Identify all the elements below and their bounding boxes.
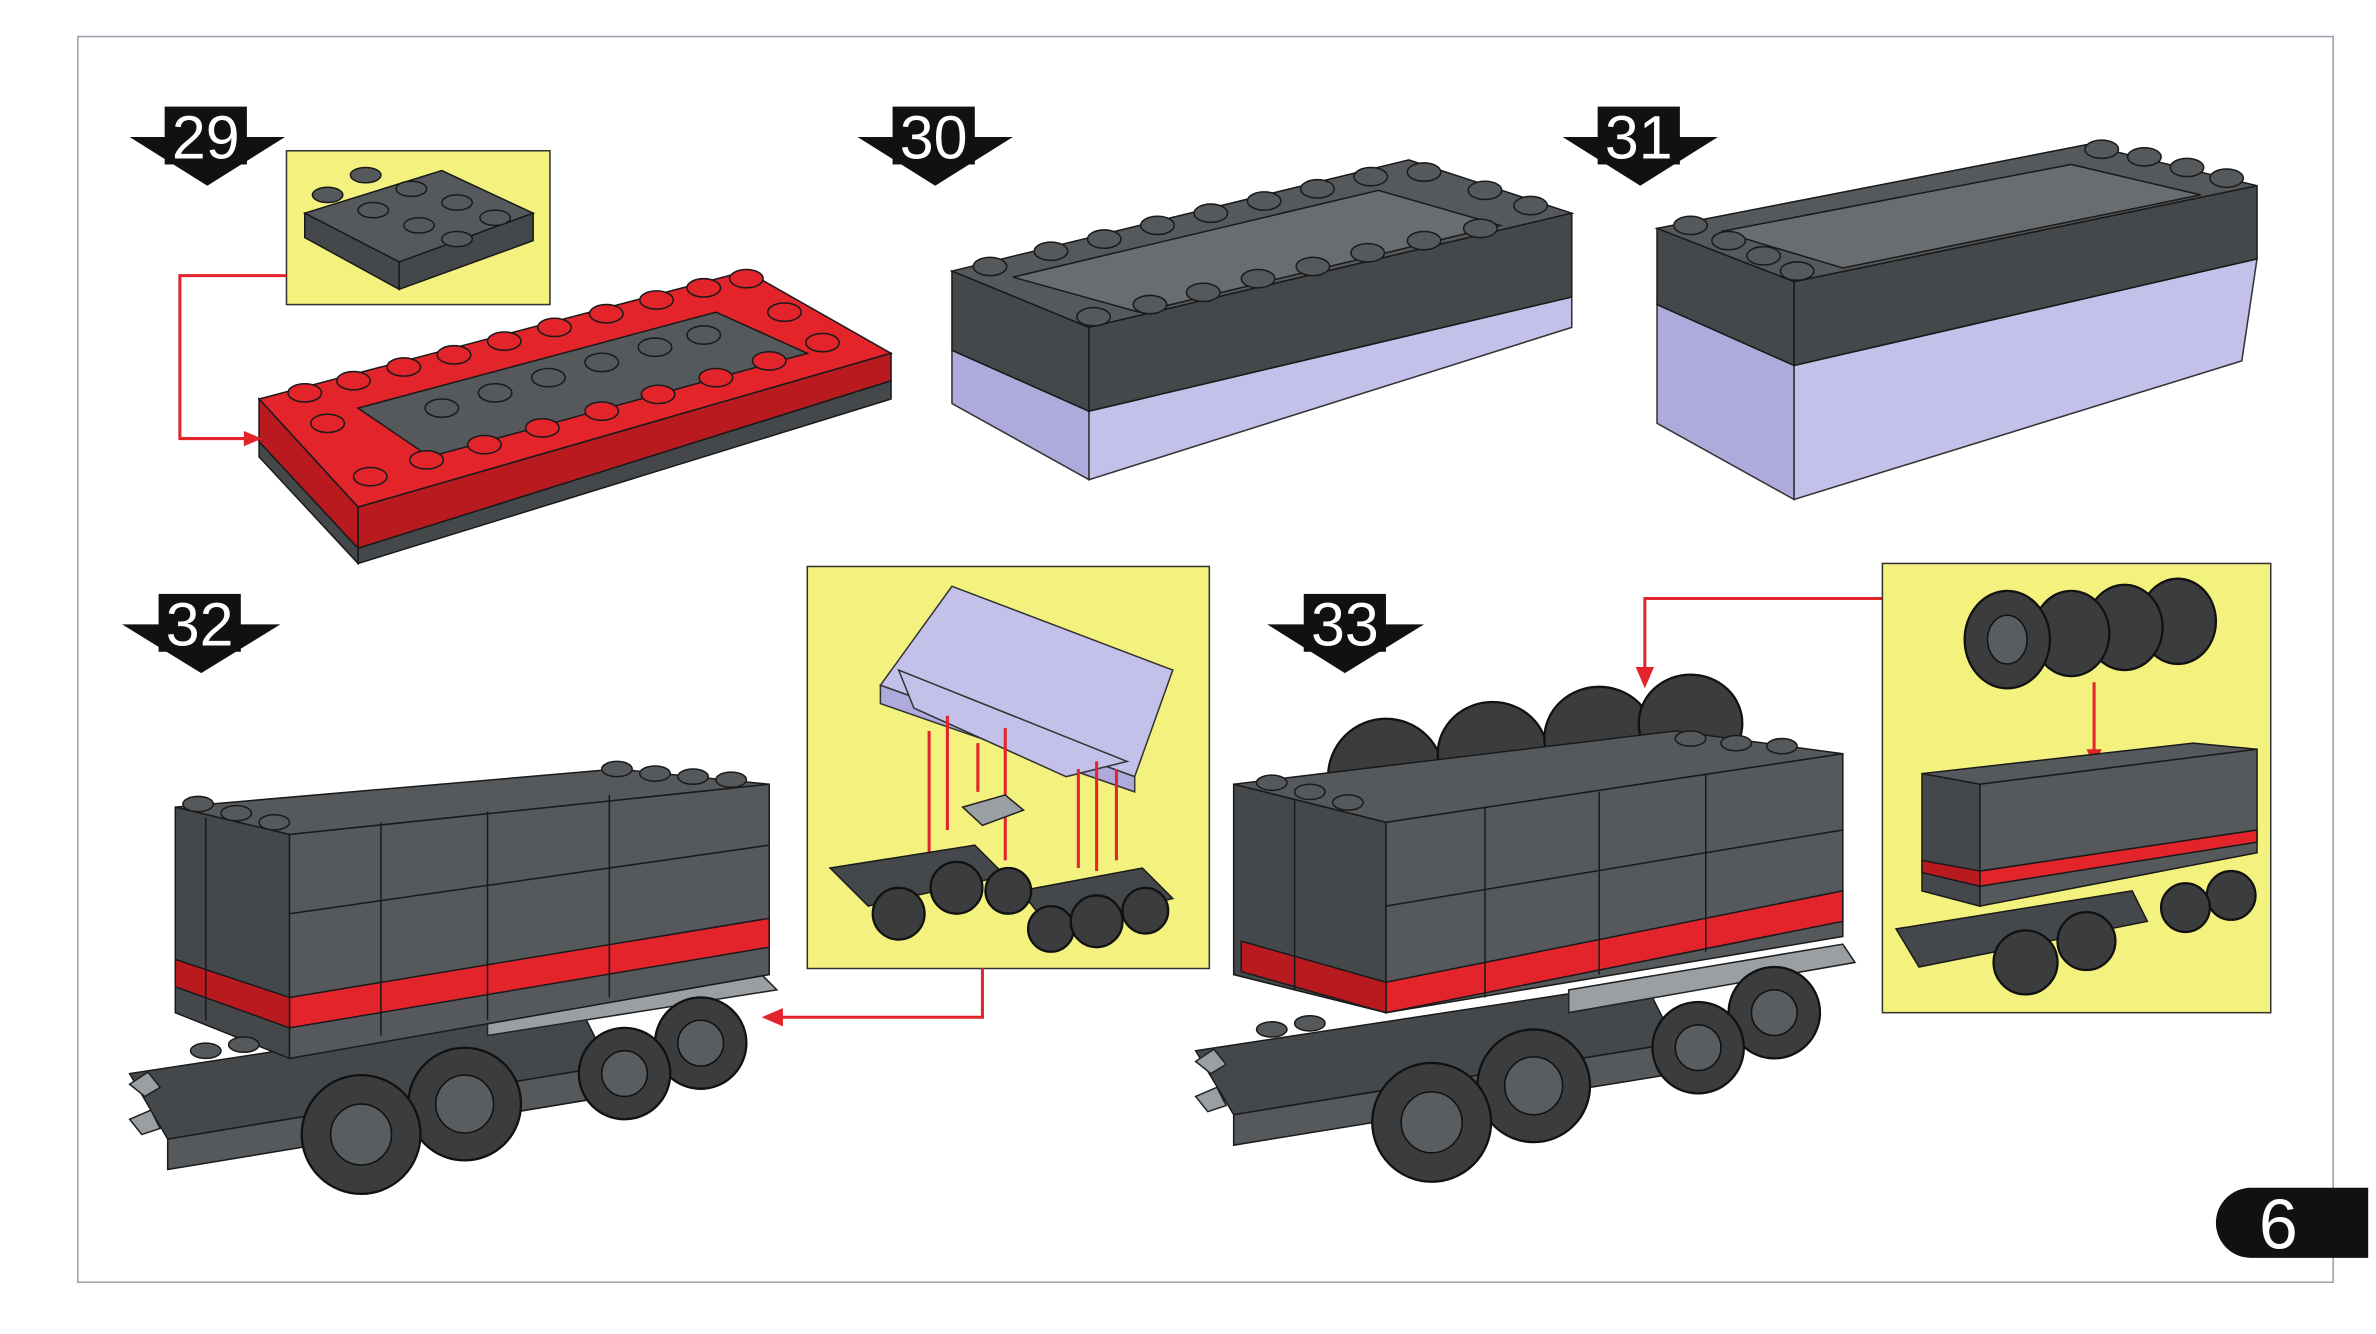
- spare-tires: [1963, 577, 2218, 690]
- page-number-tab: 6: [2215, 1186, 2369, 1264]
- step-number: 29: [172, 103, 240, 171]
- step-33-tender-assembly: [1194, 673, 1857, 1183]
- step-29-callout: [285, 149, 551, 306]
- step-30-box-assembly: [949, 159, 1575, 481]
- step-33-callout: [1881, 562, 2272, 1014]
- step-33-badge: 33: [1267, 591, 1425, 674]
- step-number: 31: [1605, 103, 1673, 171]
- step-number: 33: [1311, 591, 1379, 659]
- step-32-arrow: [761, 968, 984, 1027]
- wheel: [1371, 965, 1822, 1183]
- step-32-tender-assembly: [128, 760, 779, 1196]
- page-number: 6: [2259, 1186, 2298, 1264]
- step-33-arrow: [1635, 596, 1883, 689]
- step-number: 30: [900, 103, 968, 171]
- wheel: [300, 996, 748, 1196]
- step-29-red-plate-assembly: [257, 268, 893, 566]
- wheel: [871, 860, 1170, 953]
- step-30-badge: 30: [857, 103, 1013, 186]
- step-29-arrow: [178, 274, 287, 447]
- step-32-callout: [806, 565, 1211, 970]
- step-32-badge: 32: [122, 591, 281, 674]
- step-31-badge: 31: [1562, 103, 1718, 186]
- page-frame: [77, 35, 2334, 1283]
- step-number: 32: [166, 591, 234, 659]
- step-31-box-assembly: [1654, 139, 2258, 501]
- step-29-badge: 29: [129, 103, 285, 186]
